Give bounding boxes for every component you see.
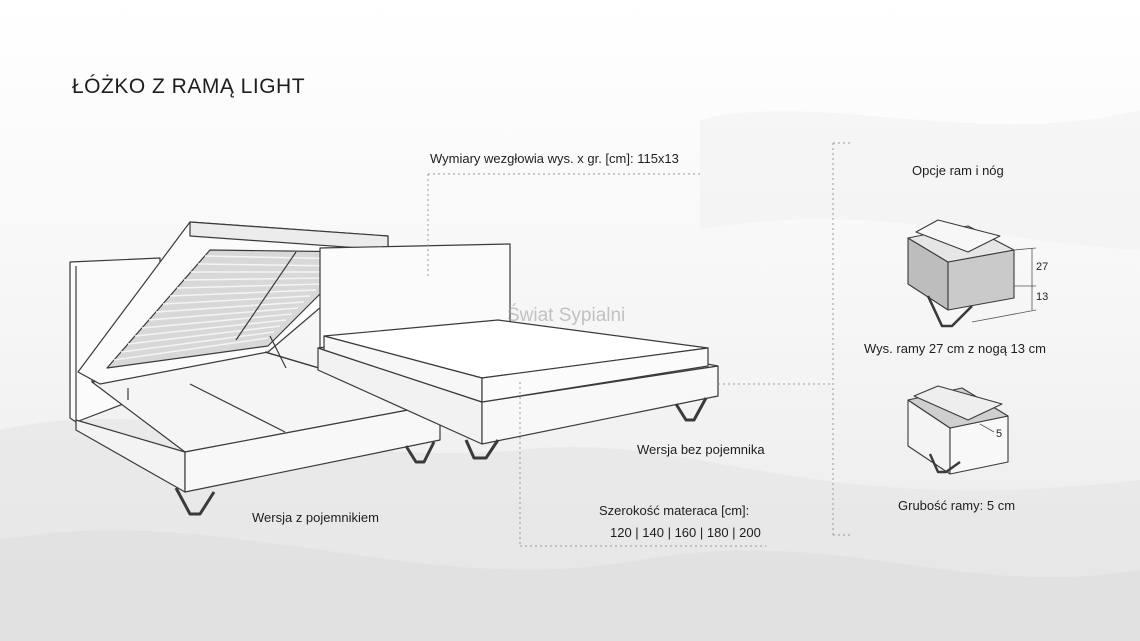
watermark: Świat Sypialni <box>507 305 626 326</box>
frame-option-2-illustration <box>907 385 1009 475</box>
leader-lines <box>427 142 853 547</box>
bed-without-storage <box>317 243 719 460</box>
frame-thickness-dimension: 5 <box>996 428 1003 440</box>
leg-height-dimension: 13 <box>1036 291 1049 303</box>
frame-option-1-caption: Wys. ramy 27 cm z nogą 13 cm <box>864 341 1046 356</box>
options-title: Opcje ram i nóg <box>912 163 1004 178</box>
frame-height-dimension: 27 <box>1036 261 1049 273</box>
frame-option-1-illustration <box>907 219 1037 328</box>
bed-with-storage <box>69 221 441 516</box>
headboard-dimensions-label: Wymiary wezgłowia wys. x gr. [cm]: 115x1… <box>430 151 679 166</box>
version-without-storage-label: Wersja bez pojemnika <box>637 442 765 457</box>
mattress-widths-value: 120 | 140 | 160 | 180 | 200 <box>610 525 761 540</box>
version-with-storage-label: Wersja z pojemnikiem <box>252 510 379 525</box>
mattress-width-label: Szerokość materaca [cm]: <box>599 503 750 518</box>
frame-option-2-caption: Grubość ramy: 5 cm <box>898 498 1016 513</box>
slats <box>113 255 351 361</box>
page-title: ŁÓŻKO Z RAMĄ LIGHT <box>72 75 306 98</box>
